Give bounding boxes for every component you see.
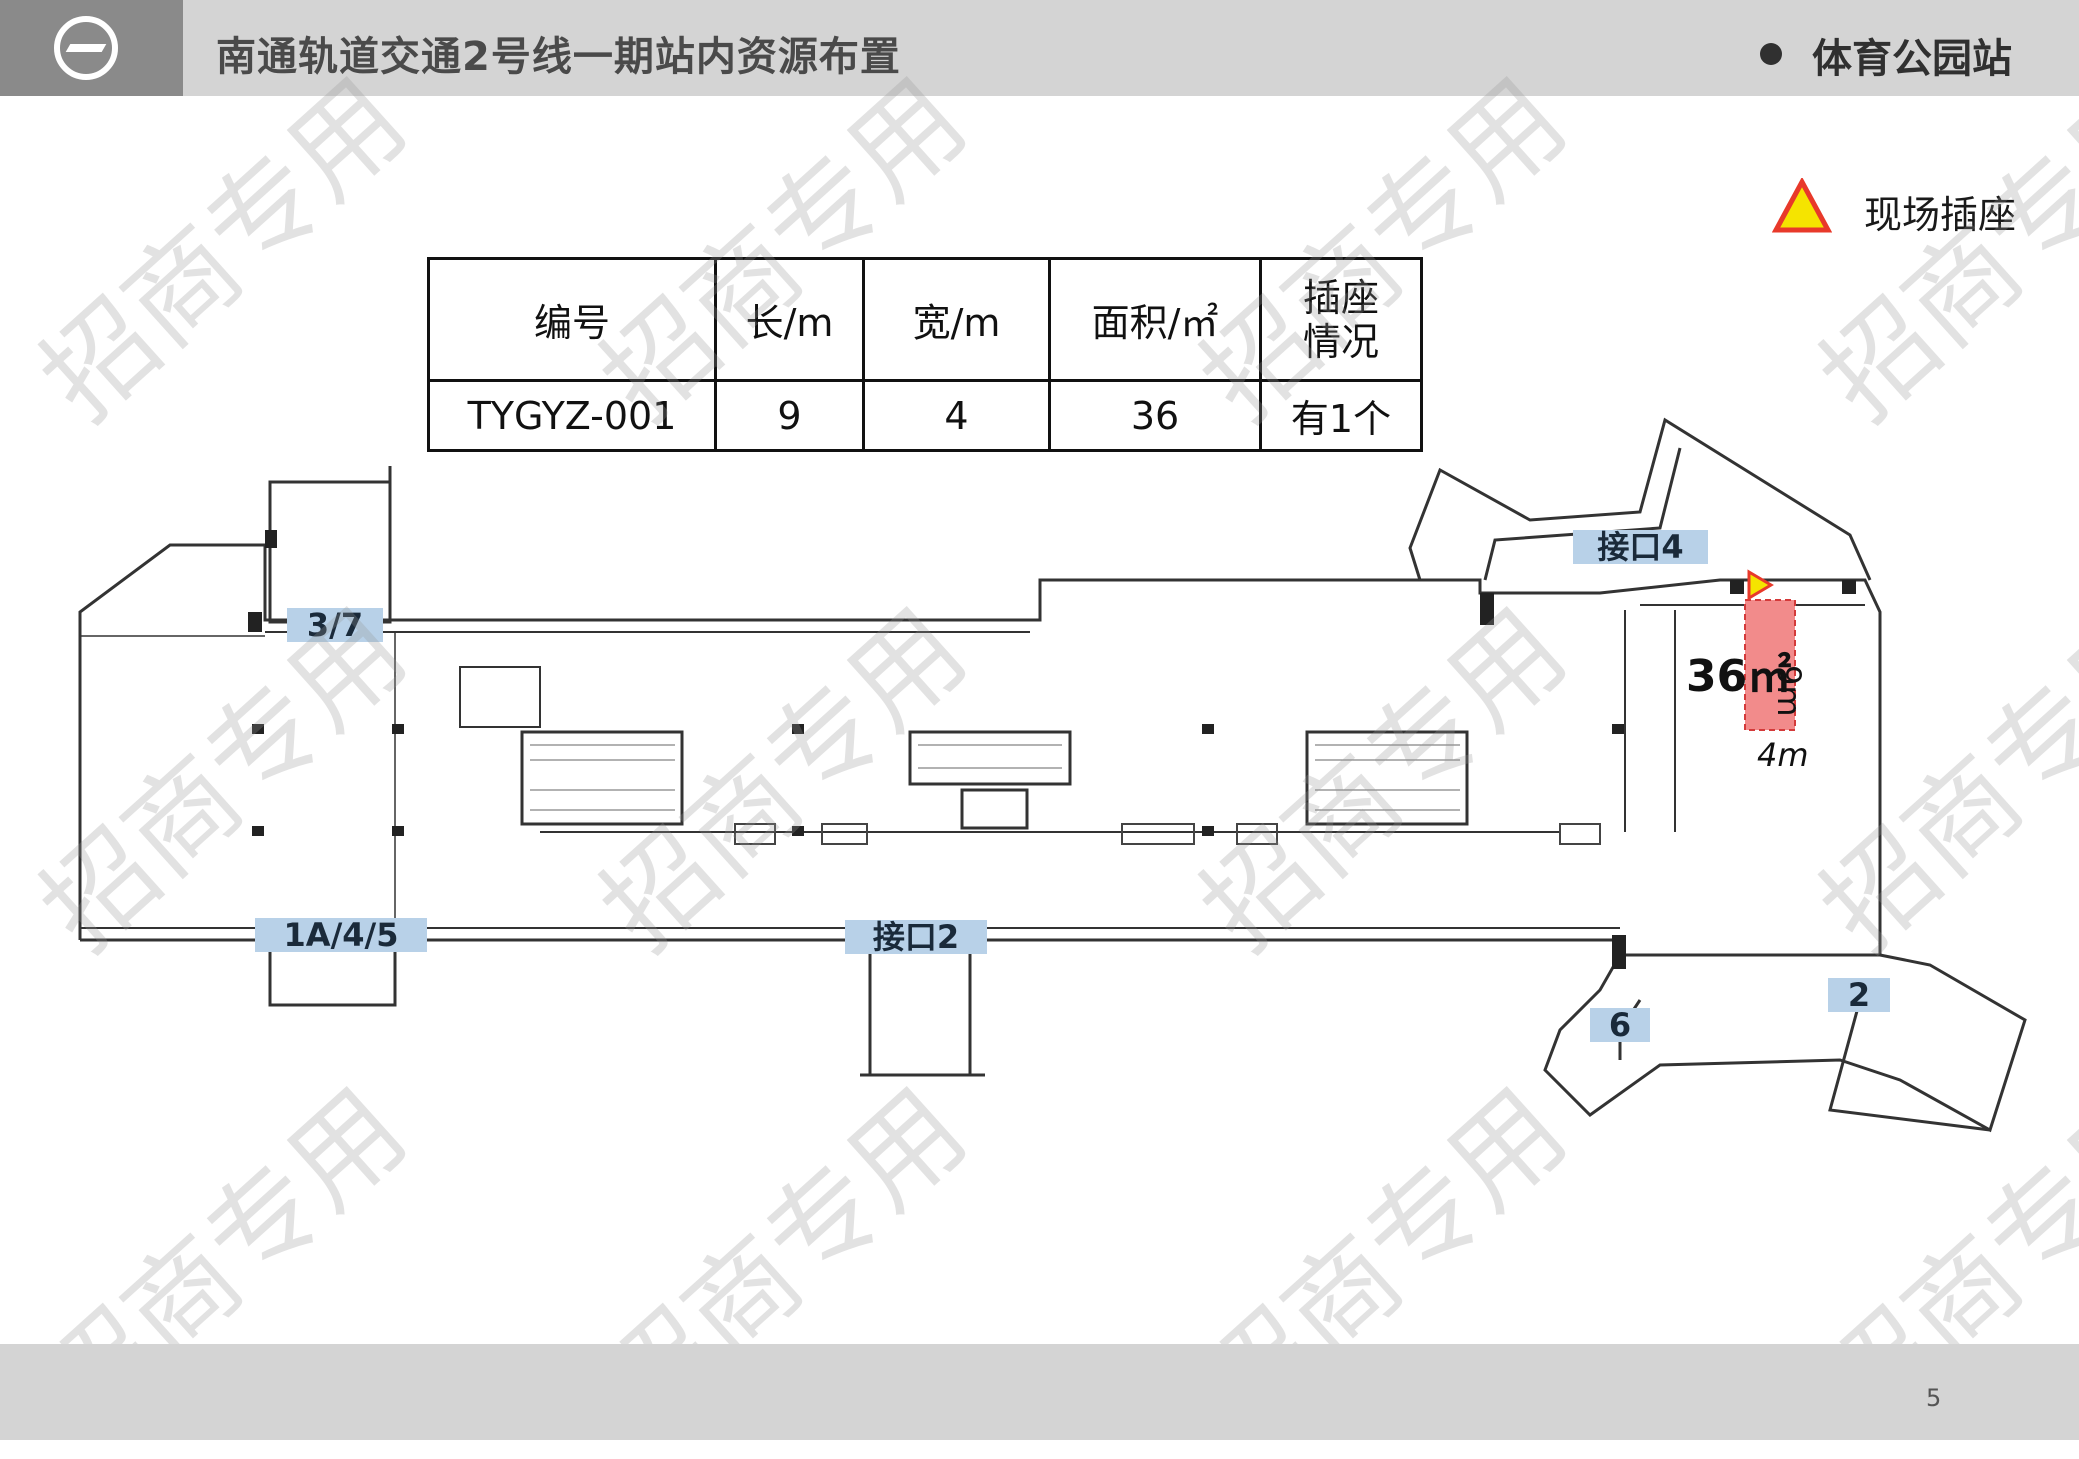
footer-bar (0, 1344, 2079, 1440)
cell-socket: 有1个 (1259, 379, 1423, 452)
logo (0, 0, 183, 96)
col-header-width: 宽/m (862, 257, 1051, 382)
page-title: 南通轨道交通2号线一期站内资源布置 (216, 34, 901, 80)
col-header-code: 编号 (427, 257, 717, 382)
entrance-tag-2: 2 (1828, 978, 1890, 1012)
bullet-icon (1760, 43, 1782, 65)
cell-length: 9 (714, 379, 865, 452)
header-bar: 南通轨道交通2号线一期站内资源布置 体育公园站 (0, 0, 2079, 96)
length-label: 9m (1770, 665, 1808, 717)
col-header-area: 面积/㎡ (1048, 257, 1262, 382)
interface-tag-4: 接口4 (1573, 530, 1708, 564)
col-header-length: 长/m (714, 257, 865, 382)
interface-tag-2: 接口2 (845, 920, 987, 954)
entrance-tag-3-7: 3/7 (287, 608, 383, 642)
col-header-socket: 插座 情况 (1259, 257, 1423, 382)
table-row: TYGYZ-001 9 4 36 有1个 (427, 379, 1423, 452)
page-number: 5 (1926, 1384, 1942, 1412)
station-name: 体育公园站 (1812, 36, 2012, 82)
entrance-tag-1a-4-5: 1A/4/5 (255, 918, 427, 952)
socket-marker-icon (1747, 569, 1774, 601)
triangle-warning-icon (1772, 178, 1832, 233)
floor-plan (78, 417, 2027, 1133)
resource-table: 编号 长/m 宽/m 面积/㎡ 插座 情况 TYGYZ-001 9 4 36 有… (427, 257, 1423, 452)
cell-width: 4 (862, 379, 1051, 452)
table-header-row: 编号 长/m 宽/m 面积/㎡ 插座 情况 (427, 257, 1423, 382)
entrance-tag-6: 6 (1590, 1008, 1650, 1042)
width-label: 4m (1757, 736, 1809, 774)
metro-logo-icon (54, 16, 118, 80)
legend-label: 现场插座 (1864, 193, 2017, 237)
cell-code: TYGYZ-001 (427, 379, 717, 452)
rental-area (1744, 599, 1796, 731)
area-label: 36㎡ (1686, 651, 1792, 702)
cell-area: 36 (1048, 379, 1262, 452)
